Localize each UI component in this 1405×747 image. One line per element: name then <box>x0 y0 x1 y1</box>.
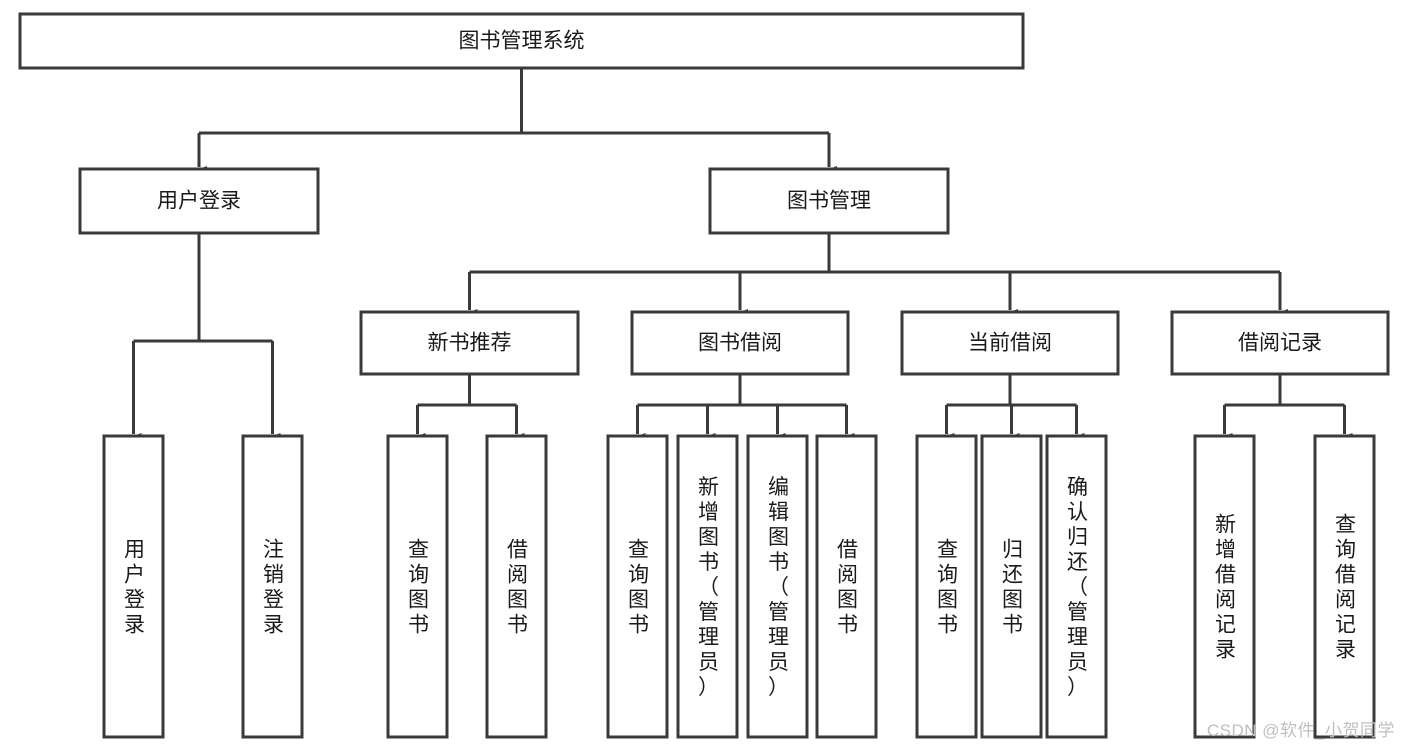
node-label: 新增图书（管理员） <box>698 476 719 699</box>
node-label: 注销登录 <box>263 539 284 637</box>
node-leaf-query-book-3[interactable]: 查询图书 <box>915 434 978 739</box>
node-label: 图书借阅 <box>698 332 782 355</box>
node-layer: 图书管理系统用户登录图书管理新书推荐图书借阅当前借阅借阅记录用户登录注销登录查询… <box>18 12 1390 739</box>
node-leaf-edit-book[interactable]: 编辑图书（管理员） <box>746 434 809 739</box>
node-label: 用户登录 <box>157 190 241 213</box>
node-new-book-rec[interactable]: 新书推荐 <box>359 310 580 376</box>
node-label: 用户登录 <box>124 539 145 637</box>
node-book-manage[interactable]: 图书管理 <box>708 167 950 235</box>
node-label: 归还图书 <box>1002 539 1023 637</box>
node-label: 查询借阅记录 <box>1335 514 1356 662</box>
node-leaf-confirm-return[interactable]: 确认归还（管理员） <box>1045 434 1108 739</box>
node-user-login[interactable]: 用户登录 <box>78 167 320 235</box>
node-label: 当前借阅 <box>968 332 1052 355</box>
node-book-borrow[interactable]: 图书借阅 <box>630 310 850 376</box>
node-label: 借阅图书 <box>837 539 858 637</box>
node-label: 新书推荐 <box>428 332 512 355</box>
node-leaf-query-record[interactable]: 查询借阅记录 <box>1313 434 1376 739</box>
connector-layer <box>125 68 1353 445</box>
node-leaf-add-book[interactable]: 新增图书（管理员） <box>676 434 739 739</box>
watermark-label: CSDN @软件_小贺同学 <box>1206 721 1395 740</box>
node-leaf-query-book-2[interactable]: 查询图书 <box>606 434 669 739</box>
node-leaf-query-book-1[interactable]: 查询图书 <box>386 434 449 739</box>
node-label: 确认归还（管理员） <box>1067 476 1088 699</box>
node-root-图书管理系统[interactable]: 图书管理系统 <box>18 12 1025 70</box>
node-borrow-record[interactable]: 借阅记录 <box>1170 310 1390 376</box>
node-label: 查询图书 <box>937 539 958 637</box>
node-label: 编辑图书（管理员） <box>768 476 789 699</box>
node-leaf-add-record[interactable]: 新增借阅记录 <box>1193 434 1256 739</box>
node-label: 查询图书 <box>628 539 649 637</box>
node-label: 借阅记录 <box>1238 332 1322 355</box>
node-label: 新增借阅记录 <box>1215 514 1236 662</box>
node-leaf-user-login[interactable]: 用户登录 <box>102 434 165 739</box>
node-current-borrow[interactable]: 当前借阅 <box>900 310 1120 376</box>
node-leaf-logout[interactable]: 注销登录 <box>241 434 304 739</box>
node-leaf-borrow-book-1[interactable]: 借阅图书 <box>485 434 548 739</box>
node-label: 图书管理 <box>787 190 871 213</box>
node-label: 借阅图书 <box>507 539 528 637</box>
node-leaf-borrow-book-2[interactable]: 借阅图书 <box>815 434 878 739</box>
node-label: 图书管理系统 <box>459 30 585 53</box>
node-leaf-return-book[interactable]: 归还图书 <box>980 434 1043 739</box>
node-label: 查询图书 <box>408 539 429 637</box>
